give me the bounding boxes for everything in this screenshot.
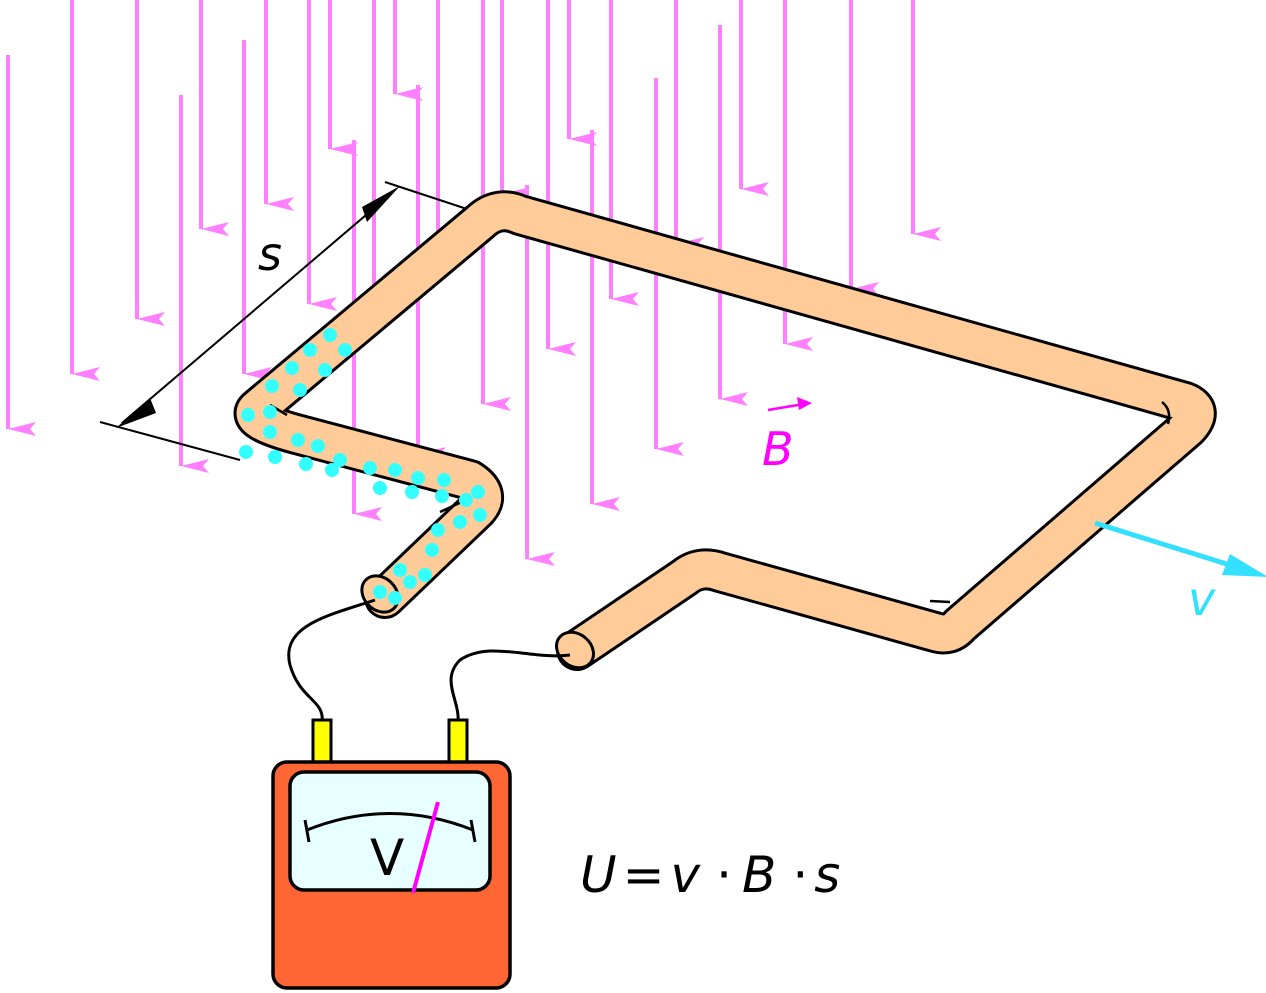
charge-carrier	[291, 433, 305, 447]
charge-carrier	[471, 485, 485, 499]
velocity-label: v	[1188, 572, 1216, 626]
charge-carrier	[263, 425, 277, 439]
meter-scale	[306, 812, 474, 832]
charge-carrier	[403, 575, 417, 589]
charge-carrier	[435, 489, 449, 503]
charge-carrier	[453, 515, 467, 529]
meter-wires	[287, 598, 571, 723]
charge-carrier	[363, 461, 377, 475]
charge-carrier	[299, 457, 313, 471]
formula: U=v·B·s	[580, 846, 840, 904]
charge-carrier	[311, 439, 325, 453]
terminal-right	[447, 718, 469, 764]
formula-v: v	[671, 846, 702, 904]
distance-dimension: s	[99, 181, 471, 461]
formula-dot2: ·	[792, 846, 808, 904]
charge-carrier	[333, 453, 347, 467]
charge-carrier	[263, 405, 277, 419]
charge-carrier	[239, 445, 253, 459]
charge-carrier	[338, 343, 352, 357]
charge-carrier	[418, 568, 432, 582]
charge-carrier	[473, 508, 487, 522]
meter-face	[288, 770, 492, 892]
charge-carrier	[393, 563, 407, 577]
field-vector-label: B	[762, 397, 812, 476]
charge-carrier	[323, 328, 337, 342]
charge-carrier	[411, 471, 425, 485]
charge-carrier	[373, 481, 387, 495]
charge-carrier	[373, 585, 387, 599]
meter-symbol: V	[370, 829, 404, 887]
charge-carrier	[325, 463, 339, 477]
meter-needle	[411, 801, 440, 894]
charge-carrier	[265, 379, 279, 393]
charge-carrier	[431, 523, 445, 537]
arrow-right-icon	[1222, 554, 1266, 577]
charge-carrier	[268, 450, 282, 464]
tube-end-right	[555, 630, 595, 670]
field-label: B	[762, 422, 794, 476]
formula-s: s	[814, 846, 840, 904]
charge-carrier	[459, 493, 473, 507]
formula-dot1: ·	[716, 846, 732, 904]
velocity-arrow: v	[1094, 520, 1266, 626]
terminal-left	[311, 718, 333, 764]
charge-carrier	[241, 408, 255, 422]
charge-carrier	[293, 383, 307, 397]
charge-carrier	[388, 463, 402, 477]
charge-carrier	[303, 343, 317, 357]
charge-carrier	[405, 485, 419, 499]
charge-carrier	[318, 363, 332, 377]
charge-carrier	[388, 591, 402, 605]
conductor-tube	[234, 190, 1217, 671]
distance-label: s	[258, 227, 282, 281]
formula-B: B	[742, 846, 776, 904]
charge-carriers	[239, 328, 487, 605]
formula-eq: =	[623, 846, 665, 904]
charge-carrier	[425, 543, 439, 557]
charge-carrier	[437, 473, 451, 487]
charge-carrier	[285, 361, 299, 375]
voltmeter: V	[271, 718, 512, 990]
formula-U: U	[580, 846, 617, 904]
